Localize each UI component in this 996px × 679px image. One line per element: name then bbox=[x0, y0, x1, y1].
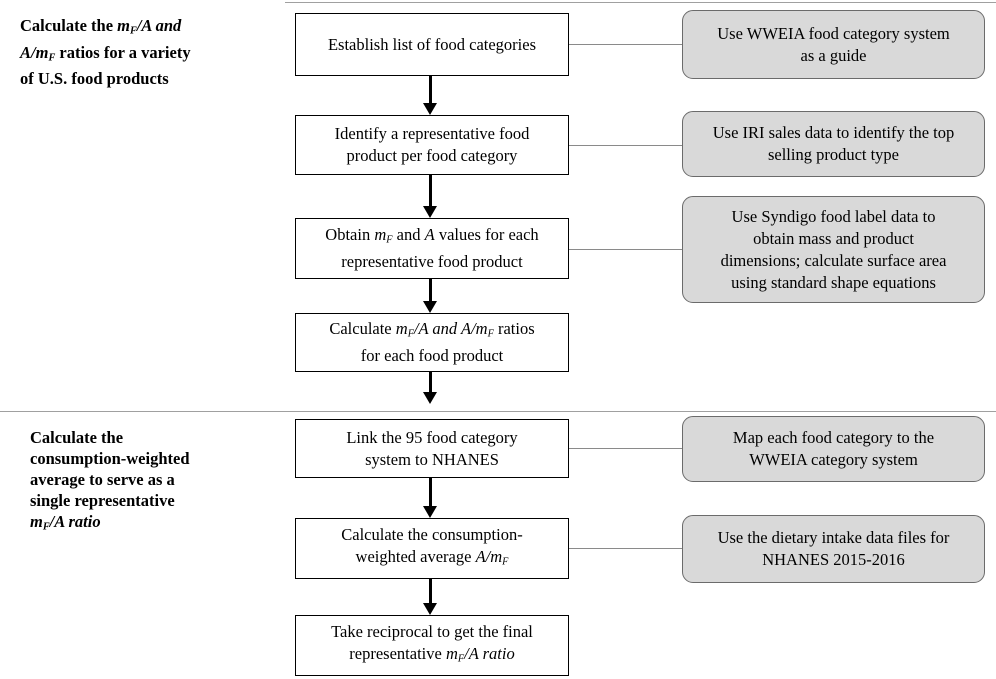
note-wweia-guide: Use WWEIA food category system as a guid… bbox=[682, 10, 985, 79]
note-text: Use IRI sales data to identify the top s… bbox=[712, 123, 955, 164]
top-divider bbox=[285, 2, 996, 3]
note-text: Use the dietary intake data files for NH… bbox=[717, 528, 950, 569]
arrow-head-1 bbox=[423, 103, 437, 115]
note-text: Use Syndigo food label data to obtain ma… bbox=[720, 206, 947, 292]
connector-3 bbox=[569, 249, 682, 250]
step-text: Calculate the consumption- weighted aver… bbox=[341, 524, 523, 568]
stage-1-label: Calculate the mF/A and A/mF ratios for a… bbox=[20, 16, 191, 89]
connector-4 bbox=[569, 448, 682, 449]
stage-divider bbox=[0, 411, 996, 412]
arrow-shaft-5 bbox=[428, 478, 432, 506]
arrow-head-6 bbox=[423, 603, 437, 615]
connector-1 bbox=[569, 44, 682, 45]
arrow-shaft-1 bbox=[428, 76, 432, 103]
note-nhanes-intake: Use the dietary intake data files for NH… bbox=[682, 515, 985, 583]
connector-5 bbox=[569, 548, 682, 549]
step-establish-categories: Establish list of food categories bbox=[295, 13, 569, 76]
step-calculate-ratios: Calculate mF/A and A/mF ratios for each … bbox=[295, 313, 569, 372]
arrow-head-4 bbox=[423, 392, 437, 404]
note-syndigo-label: Use Syndigo food label data to obtain ma… bbox=[682, 196, 985, 303]
step-text: Establish list of food categories bbox=[327, 34, 537, 54]
arrow-shaft-2 bbox=[428, 175, 432, 206]
step-identify-product: Identify a representative food product p… bbox=[295, 115, 569, 175]
arrow-shaft-3 bbox=[428, 279, 432, 301]
note-text: Map each food category to the WWEIA cate… bbox=[732, 428, 935, 469]
step-text: Calculate mF/A and A/mF ratios for each … bbox=[329, 318, 535, 366]
arrow-shaft-4 bbox=[428, 372, 432, 392]
arrow-head-2 bbox=[423, 206, 437, 218]
step-obtain-values: Obtain mF and A values for each represen… bbox=[295, 218, 569, 279]
note-map-wweia: Map each food category to the WWEIA cate… bbox=[682, 416, 985, 482]
connector-2 bbox=[569, 145, 682, 146]
note-iri-sales: Use IRI sales data to identify the top s… bbox=[682, 111, 985, 177]
stage-2-label: Calculate the consumption-weighted avera… bbox=[30, 428, 190, 533]
step-weighted-average: Calculate the consumption- weighted aver… bbox=[295, 518, 569, 579]
arrow-head-3 bbox=[423, 301, 437, 313]
step-take-reciprocal: Take reciprocal to get the final represe… bbox=[295, 615, 569, 676]
step-text: Identify a representative food product p… bbox=[334, 124, 530, 165]
step-text: Link the 95 food category system to NHAN… bbox=[346, 427, 518, 469]
arrow-head-5 bbox=[423, 506, 437, 518]
step-link-nhanes: Link the 95 food category system to NHAN… bbox=[295, 419, 569, 478]
note-text: Use WWEIA food category system as a guid… bbox=[717, 23, 950, 65]
step-text: Obtain mF and A values for each represen… bbox=[325, 224, 539, 272]
arrow-shaft-6 bbox=[428, 579, 432, 603]
step-text: Take reciprocal to get the final represe… bbox=[331, 621, 533, 665]
